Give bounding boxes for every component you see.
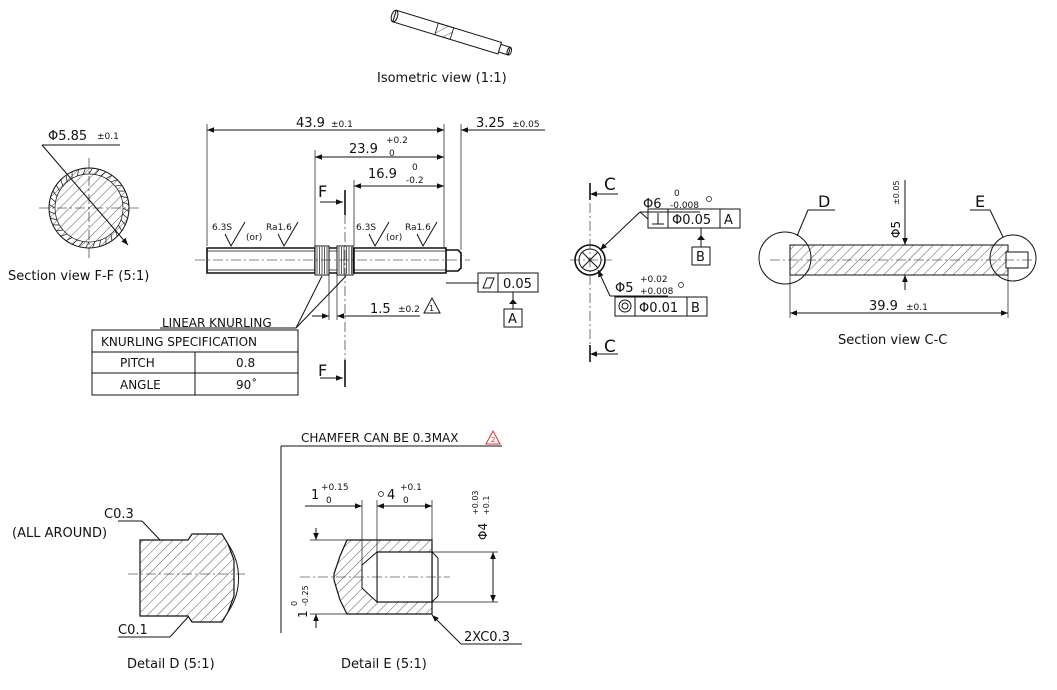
detail-e-dim1: 1	[311, 488, 319, 503]
isometric-view-caption: Isometric view (1:1)	[377, 71, 507, 86]
dim-length-total-tol: ±0.1	[331, 120, 353, 130]
revision-triangle-1: 1	[429, 304, 434, 313]
knurl-band-left	[314, 245, 330, 276]
section-ff-view: Φ5.85 ±0.1 Section view F-F (5:1)	[8, 129, 149, 284]
section-ff-diameter: Φ5.85	[48, 129, 87, 144]
concentricity-datum: B	[691, 301, 700, 316]
detail-e-caption: Detail E (5:1)	[341, 657, 427, 672]
svg-text:6.3S: 6.3S	[212, 223, 232, 233]
section-mark-f-top: F	[318, 182, 327, 201]
detail-e-vert-dim: 1	[296, 610, 310, 618]
dim-length-15: 1.5	[370, 302, 391, 317]
section-ff-diameter-tol: ±0.1	[97, 132, 119, 142]
dim-length-239-lower: 0	[389, 149, 395, 159]
section-mark-f-bottom: F	[318, 361, 327, 380]
detail-e-view: CHAMFER CAN BE 0.3MAX 2 1 +0.15 0 4 +0.1…	[280, 429, 522, 672]
section-mark-c-top: C	[604, 175, 616, 195]
svg-text:(or): (or)	[386, 233, 402, 243]
dim-length-169-lower: -0.2	[406, 176, 424, 186]
dim-length-169: 16.9	[368, 167, 397, 182]
dim-dia6-lower: -0.008	[670, 201, 699, 211]
detail-e-vert-dim-upper: 0	[290, 601, 299, 606]
knurling-table-title: KNURLING SPECIFICATION	[101, 335, 257, 349]
detail-e-dim4: 4	[387, 488, 395, 503]
surface-finish-right: 6.3S (or) Ra1.6	[356, 221, 438, 248]
chamfer-note: CHAMFER CAN BE 0.3MAX	[301, 431, 458, 445]
end-view: C C Φ6 0 -0.008 Φ0.05 A B Φ5 +0.02 +0.00…	[570, 175, 741, 362]
datum-b-box: B	[696, 250, 705, 265]
dim-length-169-upper: 0	[412, 163, 418, 173]
detail-e-dia4-lower: +0.1	[482, 496, 491, 515]
perpendicularity-datum: A	[724, 213, 733, 228]
section-mark-c-bottom: C	[604, 337, 616, 357]
detail-d-c03: C0.3	[104, 507, 134, 522]
knurling-table: KNURLING SPECIFICATION PITCH 0.8 ANGLE 9…	[91, 329, 299, 396]
dim-length-15-tol: ±0.2	[398, 305, 420, 315]
dim-dia5-lower: +0.008	[640, 287, 674, 297]
knurling-row-label: PITCH	[120, 356, 155, 370]
dim-length-325-tol: ±0.05	[512, 120, 540, 130]
section-cc-caption: Section view C-C	[838, 333, 947, 348]
main-view: 43.9 ±0.1 3.25 ±0.05 23.9 +0.2 0 16.9 0 …	[160, 116, 545, 387]
svg-text:6.3S: 6.3S	[356, 223, 376, 233]
dim-dia5: Φ5	[615, 281, 634, 296]
surface-finish-left: 6.3S (or) Ra1.6	[212, 221, 299, 248]
detail-e-dim1-upper: +0.15	[321, 483, 349, 493]
knurling-label: LINEAR KNURLING	[162, 316, 272, 330]
perpendicularity-tolerance: Φ0.05	[672, 213, 711, 228]
detail-d-caption: Detail D (5:1)	[127, 657, 215, 672]
section-ff-caption: Section view F-F (5:1)	[8, 269, 149, 284]
detail-d-all-around: (ALL AROUND)	[12, 526, 107, 541]
detail-e-dia4-upper: +0.03	[471, 490, 480, 515]
detail-e-dia4: Φ4	[476, 523, 490, 540]
dim-cc-dia5-tol: ±0.05	[892, 180, 901, 205]
dim-length-total: 43.9	[296, 116, 325, 131]
dim-length-239-upper: +0.2	[386, 136, 408, 146]
revision-triangle-2: 2	[491, 436, 495, 444]
dim-cc-length: 39.9	[869, 299, 898, 314]
detail-d-view: C0.3 (ALL AROUND) C0.1 Detail D (5:1)	[12, 507, 245, 672]
dim-length-325: 3.25	[476, 116, 505, 131]
dim-cc-length-tol: ±0.1	[906, 303, 928, 313]
detail-e-dim4-lower: 0	[403, 496, 409, 506]
flatness-tolerance: 0.05	[503, 277, 532, 292]
knurl-ring	[48, 167, 130, 249]
dim-dia6: Φ6	[643, 197, 662, 212]
dim-cc-dia5: Φ5	[889, 221, 903, 238]
detail-e-chamfer: 2XC0.3	[464, 630, 510, 645]
dim-dia6-upper: 0	[674, 189, 680, 199]
dim-length-239: 23.9	[349, 142, 378, 157]
isometric-view: Isometric view (1:1)	[377, 9, 513, 86]
dim-dia5-upper: +0.02	[640, 275, 668, 285]
detail-d-c01: C0.1	[118, 623, 148, 638]
detail-e-marker: E	[975, 192, 985, 211]
svg-text:Ra1.6: Ra1.6	[405, 223, 431, 233]
svg-text:Ra1.6: Ra1.6	[266, 223, 292, 233]
knurling-row-value: 0.8	[236, 356, 255, 370]
concentricity-tolerance: Φ0.01	[639, 301, 678, 316]
knurling-row-label: ANGLE	[120, 378, 161, 392]
detail-d-marker: D	[818, 192, 830, 211]
section-cc-view: D E Φ5 ±0.05 39.9 ±0.1 Section view C-C	[758, 180, 1037, 348]
detail-e-dim1-lower: 0	[326, 496, 332, 506]
datum-a-box: A	[508, 312, 517, 327]
detail-e-dim4-upper: +0.1	[400, 483, 422, 493]
detail-e-vert-dim-lower: -0.25	[301, 585, 310, 606]
svg-text:(or): (or)	[246, 233, 262, 243]
knurling-row-value: 90˚	[236, 377, 257, 392]
